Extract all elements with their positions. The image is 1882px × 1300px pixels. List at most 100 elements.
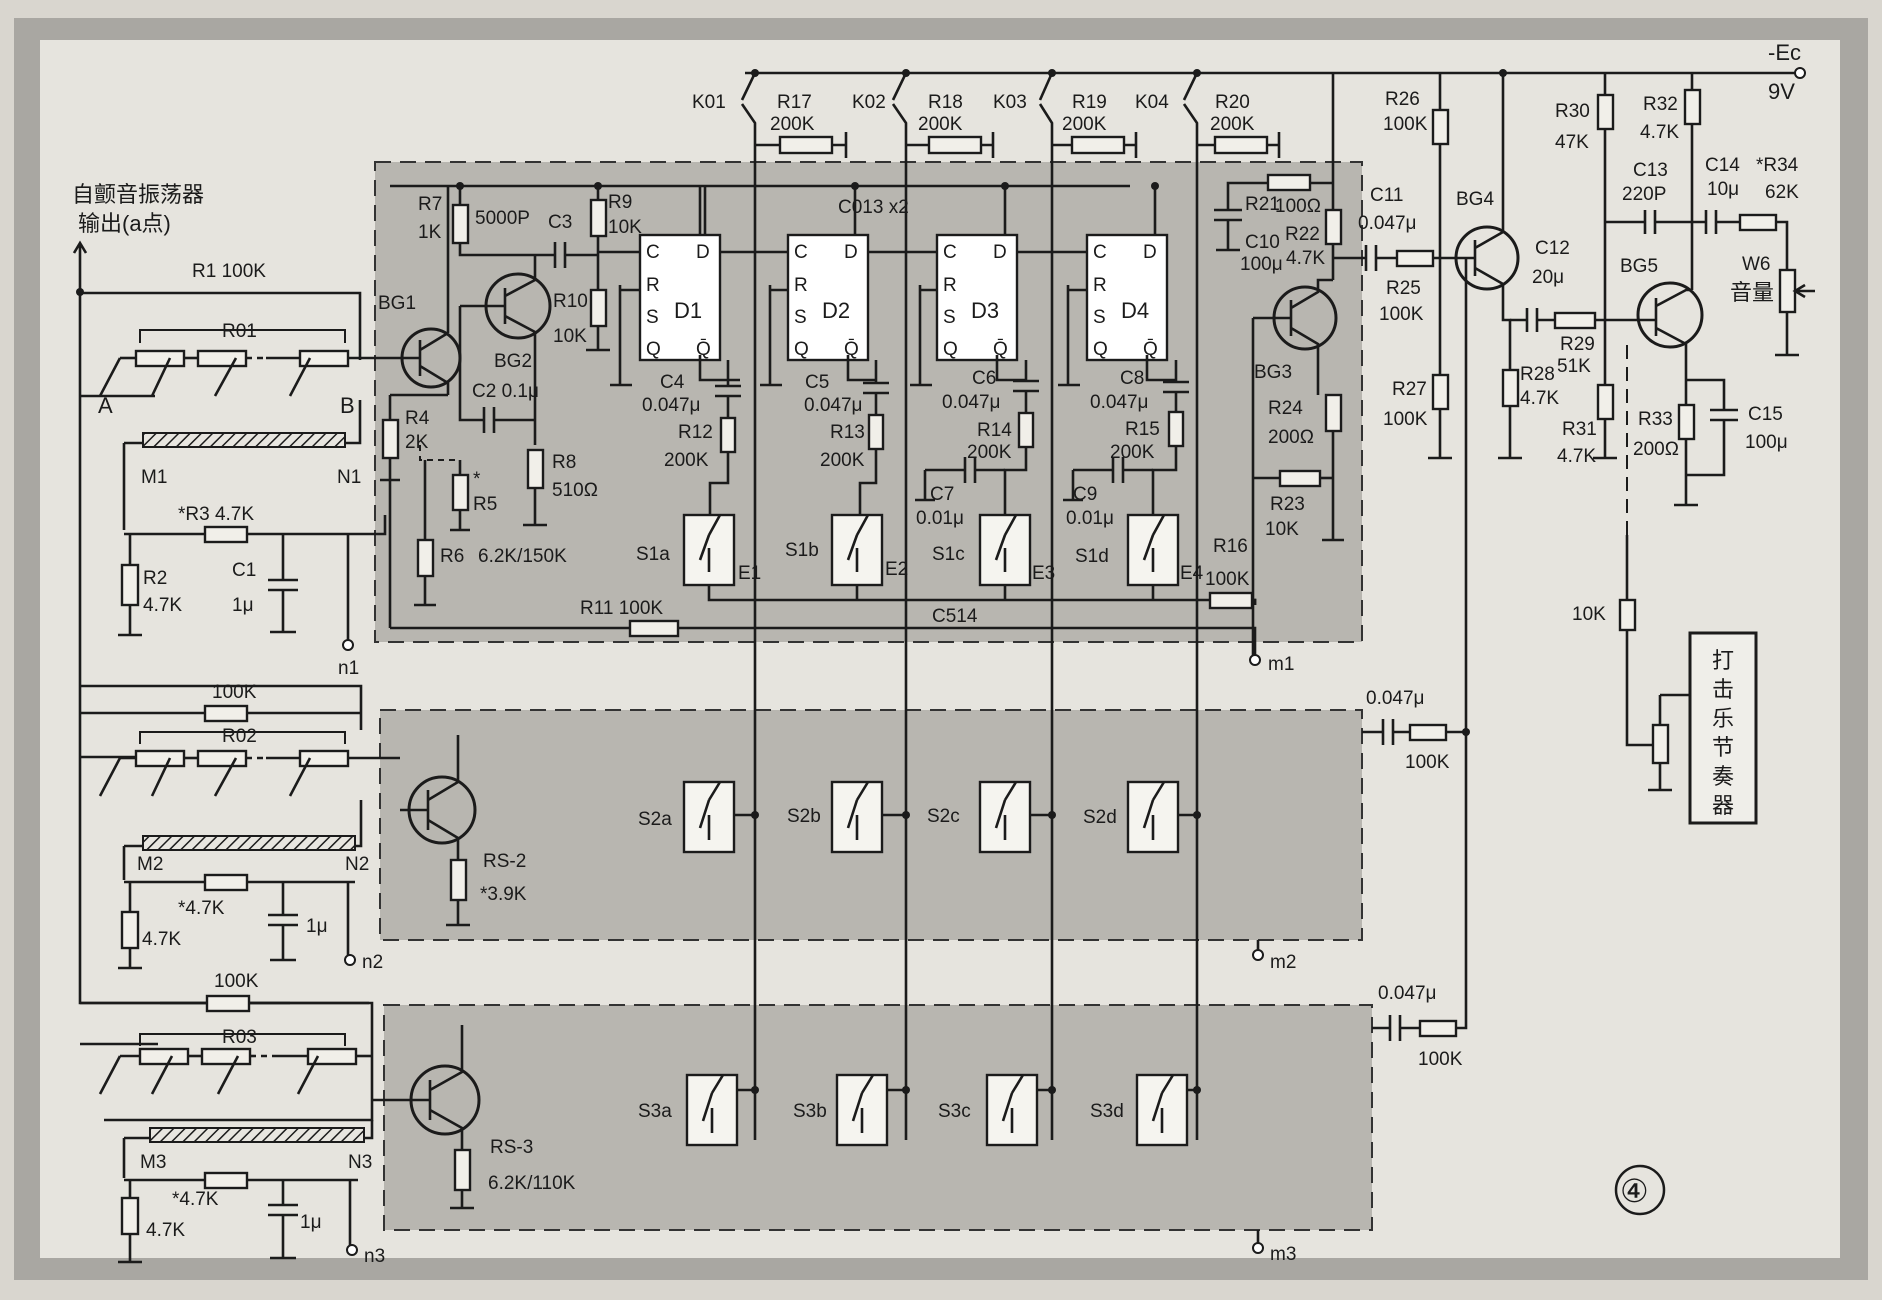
res-r24: R24 xyxy=(1268,398,1303,419)
res-r18-val: 200K xyxy=(918,114,963,135)
res-r13-val: 200K xyxy=(820,450,865,471)
ff-pin-s: S xyxy=(646,307,659,328)
label-c013: C013 x2 xyxy=(838,197,909,218)
label-e1: E1 xyxy=(738,563,761,584)
ff-pin-q: Q xyxy=(1093,339,1108,360)
key-switches: K01 R17 200K K02 R18 200K K03 R19 200K K… xyxy=(692,69,1281,1140)
res-r24-val: 200Ω xyxy=(1268,427,1314,448)
point-n2: N2 xyxy=(345,854,369,875)
s3-res-47k: 4.7K xyxy=(146,1220,185,1241)
res-r3: *R3 4.7K xyxy=(178,504,254,525)
ff-pin-c: C xyxy=(794,242,808,263)
ff-pin-s: S xyxy=(794,307,807,328)
cap-c7: C7 xyxy=(930,484,954,505)
point-n1: N1 xyxy=(337,467,361,488)
ff-pin-q: Q xyxy=(646,339,661,360)
key-k04: K04 xyxy=(1135,92,1169,113)
res-r25-val: 100K xyxy=(1379,304,1424,325)
cap-c13-val: 220P xyxy=(1622,184,1666,205)
res-r11: R11 100K xyxy=(580,598,663,619)
point-n3: N3 xyxy=(348,1152,372,1173)
cap-c12-val: 20μ xyxy=(1532,267,1564,288)
res-r6: R6 xyxy=(440,546,464,567)
volume-name: W6 xyxy=(1742,254,1771,275)
res-r23-val: 10K xyxy=(1265,519,1299,540)
label-s2c: S2c xyxy=(927,806,960,827)
label-s1a: S1a xyxy=(636,544,670,565)
ff-pin-q: Q xyxy=(794,339,809,360)
section1-switch-stage: C4 0.047μ R12 200K C5 0.047μ R13 200K C6… xyxy=(388,360,1294,675)
res-r17-val: 200K xyxy=(770,114,815,135)
cap-c8: C8 xyxy=(1120,368,1144,389)
res-r34: *R34 xyxy=(1756,155,1799,176)
label-s3a: S3a xyxy=(638,1101,672,1122)
res-r9: R9 xyxy=(608,192,632,213)
res-r12: R12 xyxy=(678,422,713,443)
res-r4: R4 xyxy=(405,408,430,429)
label-e3: E3 xyxy=(1032,563,1055,584)
cap-c14: C14 xyxy=(1705,155,1740,176)
label-bg1: BG1 xyxy=(378,293,416,314)
label-bg5: BG5 xyxy=(1620,256,1658,277)
cap-c2: C2 0.1μ xyxy=(472,381,539,402)
ff-pin-d: D xyxy=(1143,242,1157,263)
rhythm-text-2: 击 xyxy=(1712,677,1734,702)
supply-voltage: 9V xyxy=(1768,79,1795,104)
s2-coupling-res: 100K xyxy=(1405,752,1450,773)
label-s1b: S1b xyxy=(785,540,819,561)
res-r5r6-val: 6.2K/150K xyxy=(478,546,567,567)
res-r7-val: 1K xyxy=(418,222,442,243)
res-r10: R10 xyxy=(553,291,588,312)
ff-pin-c: C xyxy=(943,242,957,263)
res-r5-star: * xyxy=(473,469,481,490)
res-r28: R28 xyxy=(1520,364,1555,385)
switch-s3b xyxy=(835,1073,889,1147)
ff-pin-d: D xyxy=(844,242,858,263)
res-r5: R5 xyxy=(473,494,497,515)
res-r27-val: 100K xyxy=(1383,409,1428,430)
ff-pin-r: R xyxy=(1093,275,1107,296)
rhythm-text-1: 打 xyxy=(1712,648,1734,673)
cap-c13: C13 xyxy=(1633,160,1668,181)
flipflop-d4 xyxy=(1085,233,1169,362)
point-m3: m3 xyxy=(1270,1244,1296,1265)
s3-cap: 1μ xyxy=(300,1212,322,1233)
ff-name: D1 xyxy=(674,298,702,323)
res-r14: R14 xyxy=(977,420,1012,441)
ff-pin-d: D xyxy=(993,242,1007,263)
res-r26-val: 100K xyxy=(1383,114,1428,135)
res-r19-val: 200K xyxy=(1062,114,1107,135)
cap-c9-val: 0.01μ xyxy=(1066,508,1114,529)
ff-pin-c: C xyxy=(1093,242,1107,263)
s3-res-star: *4.7K xyxy=(172,1189,219,1210)
res-r15-val: 200K xyxy=(1110,442,1155,463)
point-m3: M3 xyxy=(140,1152,166,1173)
s3-rs: RS-3 xyxy=(490,1137,533,1158)
res-r34-val: 62K xyxy=(1765,182,1799,203)
ff-pin-c: C xyxy=(646,242,660,263)
res-r31-val: 4.7K xyxy=(1557,446,1596,467)
res-r10-val: 10K xyxy=(553,326,587,347)
res-r33-val: 200Ω xyxy=(1633,439,1679,460)
flipflop-d3 xyxy=(935,233,1019,362)
res-r26: R26 xyxy=(1385,89,1420,110)
res-r22-val: 4.7K xyxy=(1286,248,1325,269)
label-bg3: BG3 xyxy=(1254,362,1292,383)
cap-c15-val: 100μ xyxy=(1745,432,1788,453)
mixer-bg3: R21 100Ω C10 100μ R22 4.7K BG3 R24 200Ω … xyxy=(1214,73,1344,655)
label-r03: R03 xyxy=(222,1027,257,1048)
label-e2: E2 xyxy=(885,559,908,580)
cap-c10: C10 xyxy=(1245,232,1280,253)
ff-name: D2 xyxy=(822,298,850,323)
cap-c7-val: 0.01μ xyxy=(916,508,964,529)
transistor-bg5 xyxy=(1636,281,1704,349)
cap-c3: C3 xyxy=(548,212,572,233)
s2-rs-val: *3.9K xyxy=(480,884,527,905)
res-r32-val: 4.7K xyxy=(1640,122,1679,143)
section1-oscillator: BG1 R4 2K R7 1K 5000P C3 BG2 C2 0.1μ R8 … xyxy=(378,184,1130,607)
res-r18: R18 xyxy=(928,92,963,113)
cap-c1: C1 xyxy=(232,560,256,581)
ff-pin-r: R xyxy=(794,275,808,296)
